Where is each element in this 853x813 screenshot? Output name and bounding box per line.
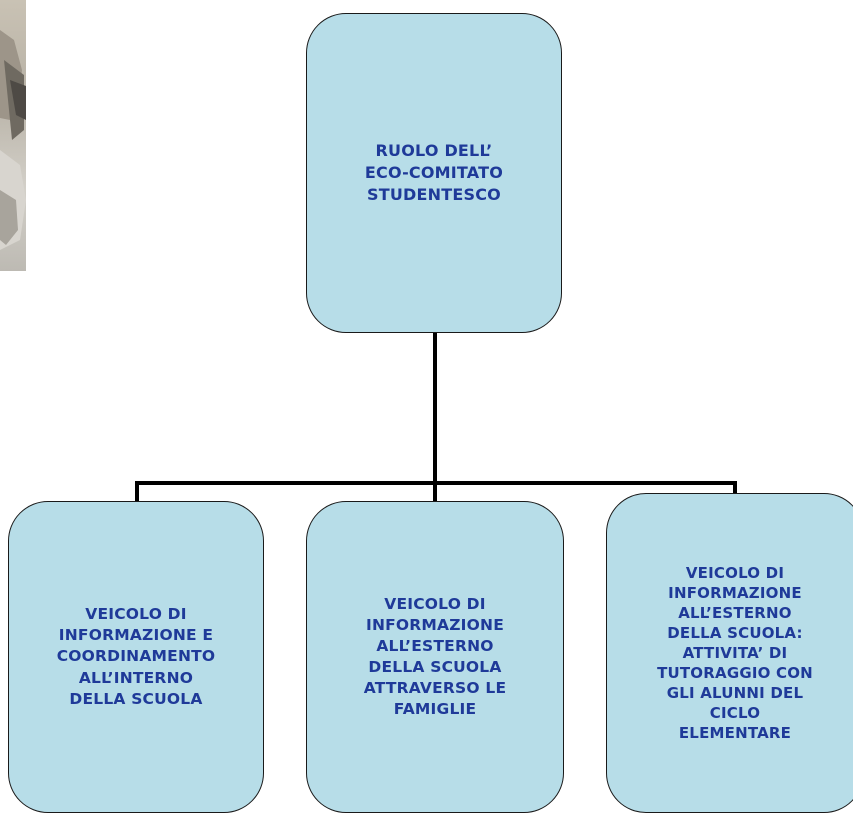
photo-fragment [0,0,26,271]
child-node-label: VEICOLO DI INFORMAZIONE E COORDINAMENTO … [56,605,216,708]
child-node-external-families: VEICOLO DI INFORMAZIONE ALL’ESTERNO DELL… [306,501,564,813]
root-node-label: RUOLO DELL’ ECO-COMITATO STUDENTESCO [364,141,504,204]
child-node-label: VEICOLO DI INFORMAZIONE ALL’ESTERNO DELL… [657,563,813,743]
child-node-external-tutoring: VEICOLO DI INFORMAZIONE ALL’ESTERNO DELL… [606,493,853,813]
photo-edge-image [0,0,26,271]
child-node-internal-coordination: VEICOLO DI INFORMAZIONE E COORDINAMENTO … [8,501,264,813]
child-node-label: VEICOLO DI INFORMAZIONE ALL’ESTERNO DELL… [363,594,507,719]
root-node: RUOLO DELL’ ECO-COMITATO STUDENTESCO [306,13,562,333]
